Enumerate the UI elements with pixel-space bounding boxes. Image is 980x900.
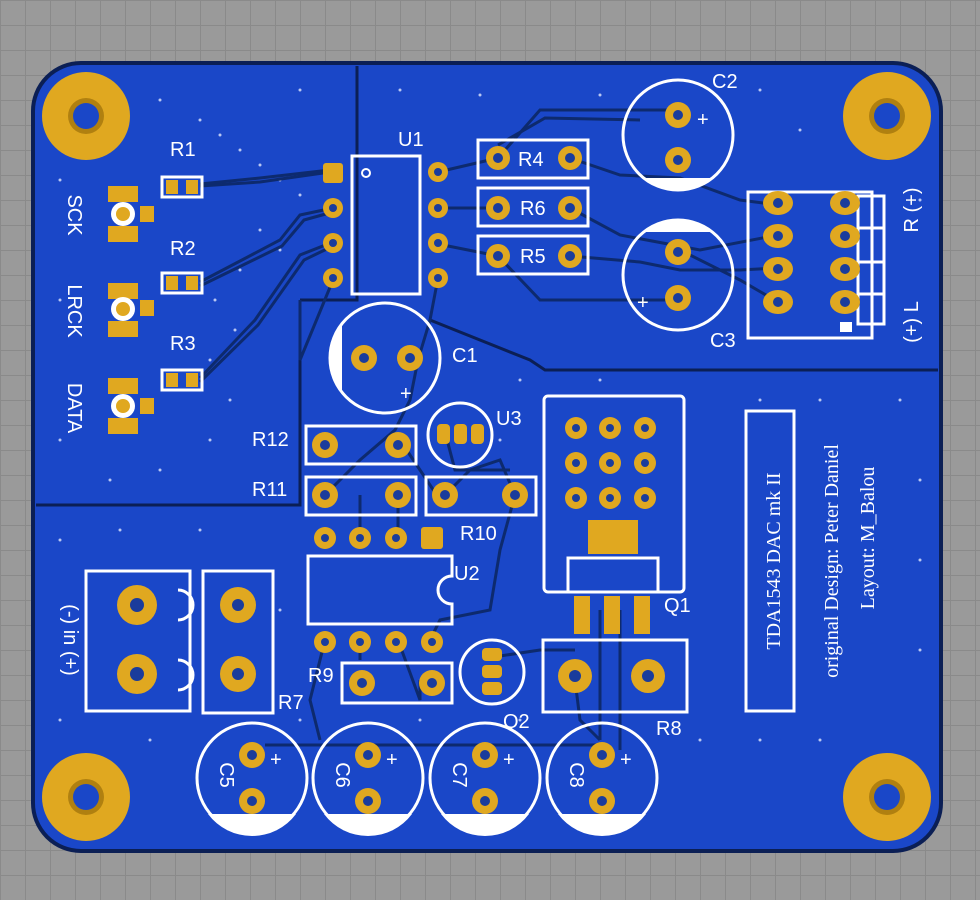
label-r11: R11 [252, 479, 287, 501]
board-title: TDA1543 DAC mk II [763, 472, 785, 649]
label-r6: R6 [520, 198, 546, 220]
resistor-r7 [201, 569, 275, 715]
label-c8: C8 [565, 762, 587, 788]
resistor-r6 [476, 186, 590, 228]
label-u2: U2 [454, 563, 480, 585]
label-r2: R2 [170, 238, 196, 260]
transistor-q1 [542, 394, 686, 634]
plane-splits [36, 66, 938, 507]
capacitor-c5 [195, 721, 309, 836]
label-r9: R9 [308, 665, 334, 687]
output-connector [746, 190, 886, 340]
resistor-r1 [160, 175, 204, 199]
label-c1: C1 [452, 345, 478, 367]
connector-data [108, 378, 154, 434]
label-q1: Q1 [664, 595, 691, 617]
label-c5: C5 [215, 762, 237, 788]
power-input-terminal [84, 569, 195, 713]
label-r4: R4 [518, 149, 544, 171]
mounting-hole-tl [42, 72, 130, 160]
resistor-r11 [304, 475, 418, 517]
label-r7: R7 [278, 692, 304, 714]
label-output-r: R (+) [901, 188, 923, 233]
c7-plus: + [503, 749, 515, 771]
resistor-r4 [476, 138, 590, 180]
label-data: DATA [63, 383, 85, 434]
c5-plus: + [270, 749, 282, 771]
c8-plus: + [620, 749, 632, 771]
label-c3: C3 [710, 330, 736, 352]
capacitor-c8 [545, 721, 659, 836]
transistor-q2 [458, 638, 526, 706]
label-lrck: LRCK [63, 284, 85, 338]
resistor-r3 [160, 368, 204, 392]
label-u3: U3 [496, 408, 522, 430]
resistor-r10 [424, 475, 538, 517]
label-sck: SCK [63, 194, 85, 236]
label-r5: R5 [520, 246, 546, 268]
credit-design: original Design: Peter Daniel [821, 444, 843, 678]
resistor-r12 [304, 424, 418, 466]
c3-plus: + [637, 292, 649, 314]
label-c6: C6 [331, 762, 353, 788]
connector-lrck [108, 283, 154, 337]
label-r12: R12 [252, 429, 289, 451]
resistor-r2 [160, 271, 204, 295]
c2-plus: + [697, 109, 709, 131]
capacitor-c1 [328, 301, 442, 415]
c1-plus: + [400, 383, 412, 405]
capacitor-c7 [428, 721, 542, 836]
pcb-board [31, 61, 943, 853]
resistor-r9 [340, 661, 454, 705]
label-c7: C7 [448, 762, 470, 788]
label-power-in: (-) in (+) [59, 604, 81, 676]
capacitor-c2 [621, 78, 735, 192]
label-c2: C2 [712, 71, 738, 93]
title-box [744, 409, 796, 713]
label-q2: Q2 [503, 711, 530, 733]
label-u1: U1 [398, 129, 424, 151]
label-output-l: (+) L [901, 301, 923, 343]
capacitor-c3 [621, 218, 735, 332]
label-r1: R1 [170, 139, 196, 161]
ic-u1 [323, 154, 448, 296]
label-r8: R8 [656, 718, 682, 740]
label-r10: R10 [460, 523, 497, 545]
resistor-r5 [476, 234, 590, 276]
mounting-hole-br [843, 753, 931, 841]
connector-sck [108, 186, 154, 242]
capacitor-c6 [311, 721, 425, 836]
regulator-u3 [426, 401, 494, 469]
mounting-hole-tr [843, 72, 931, 160]
credit-layout: Layout: M_Balou [857, 467, 879, 610]
label-r3: R3 [170, 333, 196, 355]
c6-plus: + [386, 749, 398, 771]
mounting-hole-bl [42, 753, 130, 841]
ic-u2 [306, 527, 454, 653]
resistor-r8 [541, 638, 689, 714]
